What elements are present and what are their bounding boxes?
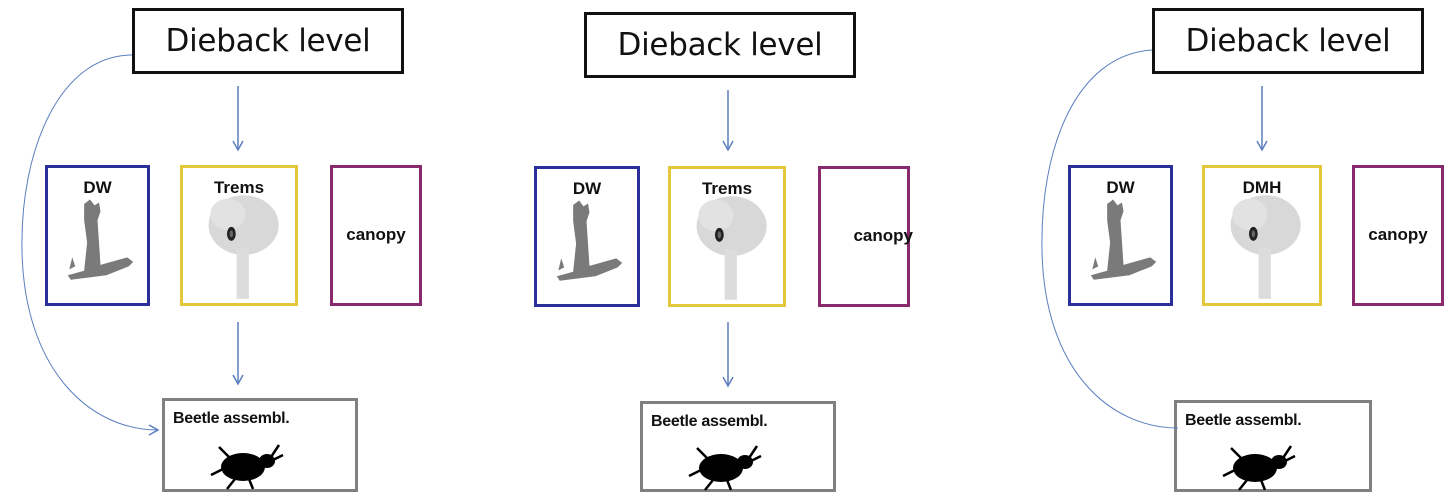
canopy-box: canopy: [818, 166, 913, 307]
habitat-tree-icon: [1230, 195, 1301, 299]
beetle-icon: [1222, 445, 1296, 491]
trems-box: Trems: [180, 165, 298, 306]
dw-label: DW: [1106, 178, 1135, 197]
beetle-label: Beetle assembl.: [651, 413, 768, 430]
deadwood-icon: [556, 200, 623, 281]
beetle-icon: [688, 445, 762, 491]
dw-box: DW: [534, 166, 640, 307]
canopy-label: canopy: [346, 224, 406, 244]
habitat-tree-icon: [208, 195, 279, 299]
dmh-label: DMH: [1242, 178, 1282, 197]
trems-box: Trems: [668, 166, 786, 307]
dieback-level-box: Dieback level: [584, 12, 856, 78]
beetle-icon: [210, 444, 284, 490]
trems-label: Trems: [213, 178, 265, 197]
dieback-level-box: Dieback level: [132, 8, 404, 74]
dieback-level-box: Dieback level: [1152, 8, 1424, 74]
canopy-box: canopy: [1352, 165, 1444, 306]
deadwood-icon: [67, 199, 134, 280]
canopy-box: canopy: [330, 165, 422, 306]
dw-box: DW: [45, 165, 150, 306]
beetle-assemblage-box: Beetle assembl.: [162, 398, 358, 492]
dw-label: DW: [572, 179, 602, 198]
dw-label: DW: [83, 178, 112, 197]
habitat-tree-icon: [696, 196, 767, 300]
beetle-label: Beetle assembl.: [1185, 412, 1302, 429]
beetle-assemblage-box: Beetle assembl.: [1174, 400, 1372, 492]
dw-box: DW: [1068, 165, 1173, 306]
dmh-box: DMH: [1202, 165, 1322, 306]
beetle-label: Beetle assembl.: [173, 410, 290, 427]
canopy-label: canopy: [853, 225, 913, 245]
canopy-label: canopy: [1368, 224, 1428, 244]
beetle-assemblage-box: Beetle assembl.: [640, 401, 836, 492]
deadwood-icon: [1090, 199, 1157, 280]
trems-label: Trems: [701, 179, 753, 198]
